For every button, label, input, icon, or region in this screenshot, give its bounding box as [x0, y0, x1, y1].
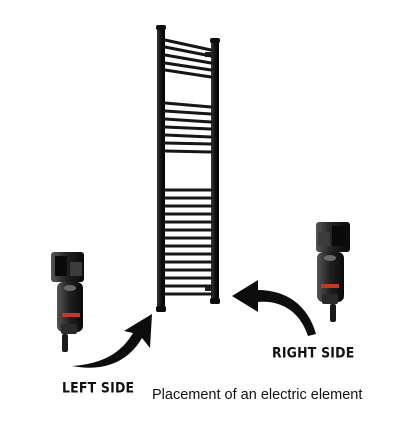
curved-arrow-icon — [232, 280, 316, 336]
caption: Placement of an electric element — [152, 387, 363, 403]
heating-element-icon — [51, 252, 84, 352]
right-side-label: RIGHT SIDE — [272, 343, 355, 362]
curved-arrow-icon — [72, 314, 152, 368]
towel-rail-icon — [156, 25, 220, 312]
left-side-label: LEFT SIDE — [62, 378, 135, 397]
heating-element-icon — [316, 222, 350, 322]
